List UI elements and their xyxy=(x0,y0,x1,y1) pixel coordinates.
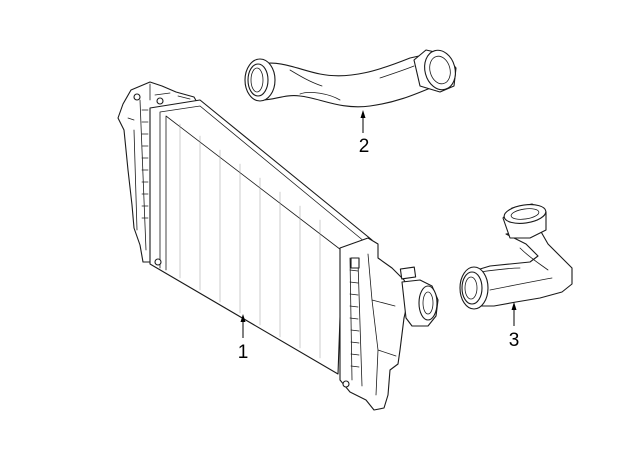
callout-1-label: 1 xyxy=(238,342,249,363)
callout-3: 3 xyxy=(509,302,520,351)
upper-hose-body xyxy=(261,53,441,108)
callout-1: 1 xyxy=(238,314,249,363)
intercooler-part[interactable] xyxy=(117,81,439,411)
callout-3-arrow-icon xyxy=(511,302,517,310)
upper-hose-part[interactable] xyxy=(244,47,460,108)
callout-2-arrow-icon xyxy=(360,110,366,118)
callout-1-arrow-icon xyxy=(240,314,246,322)
lower-hose-part[interactable] xyxy=(459,202,573,310)
callout-2: 2 xyxy=(359,110,370,157)
intercooler-core xyxy=(149,99,373,375)
callout-2-label: 2 xyxy=(359,136,370,157)
lower-hose-body xyxy=(469,229,573,307)
callout-3-label: 3 xyxy=(509,330,520,351)
